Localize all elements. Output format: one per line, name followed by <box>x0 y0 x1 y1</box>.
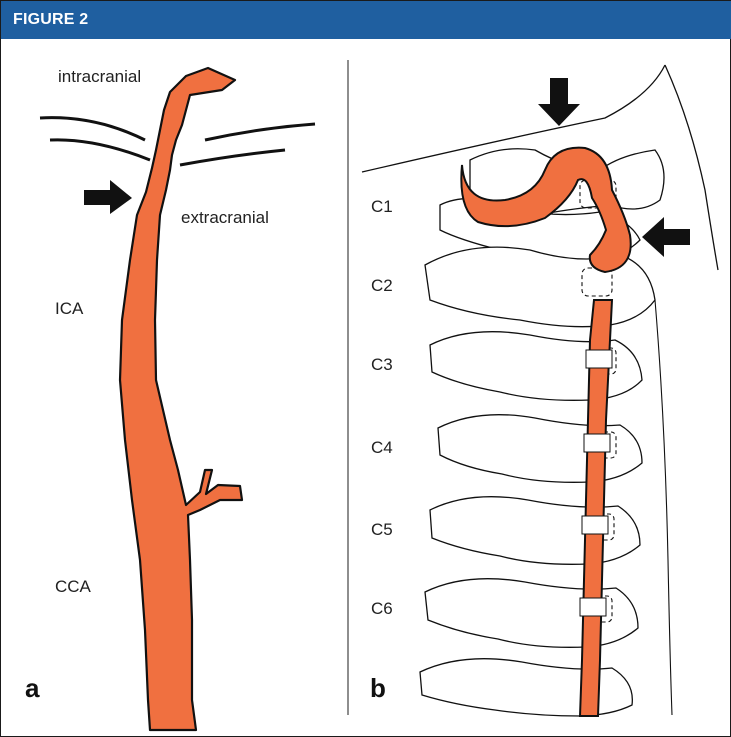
label-cca: CCA <box>55 577 92 596</box>
label-c6: C6 <box>371 599 393 618</box>
panel-letter-b: b <box>370 673 386 703</box>
label-extracranial: extracranial <box>181 208 269 227</box>
skull-base-line-right-upper <box>205 124 315 140</box>
skull-base-line-right-lower <box>180 150 285 165</box>
label-ica: ICA <box>55 299 84 318</box>
arrow-right-icon <box>84 180 132 214</box>
panel-b: C1 C2 C3 C4 C5 C6 b <box>362 65 718 716</box>
vertebra-c4 <box>438 415 642 483</box>
skull-base-line-left-lower <box>50 140 150 160</box>
label-c5: C5 <box>371 520 393 539</box>
label-intracranial: intracranial <box>58 67 141 86</box>
skull-base-line-left-upper <box>40 118 145 140</box>
label-c2: C2 <box>371 276 393 295</box>
posterior-line <box>655 300 672 715</box>
label-c3: C3 <box>371 355 393 374</box>
artery-ica-cca <box>120 68 242 730</box>
arrow-left-icon <box>642 217 690 257</box>
arrow-down-icon <box>538 78 580 126</box>
panel-a: intracranial extracranial ICA CCA a <box>25 67 315 730</box>
label-c4: C4 <box>371 438 393 457</box>
label-c1: C1 <box>371 197 393 216</box>
panel-letter-a: a <box>25 673 40 703</box>
